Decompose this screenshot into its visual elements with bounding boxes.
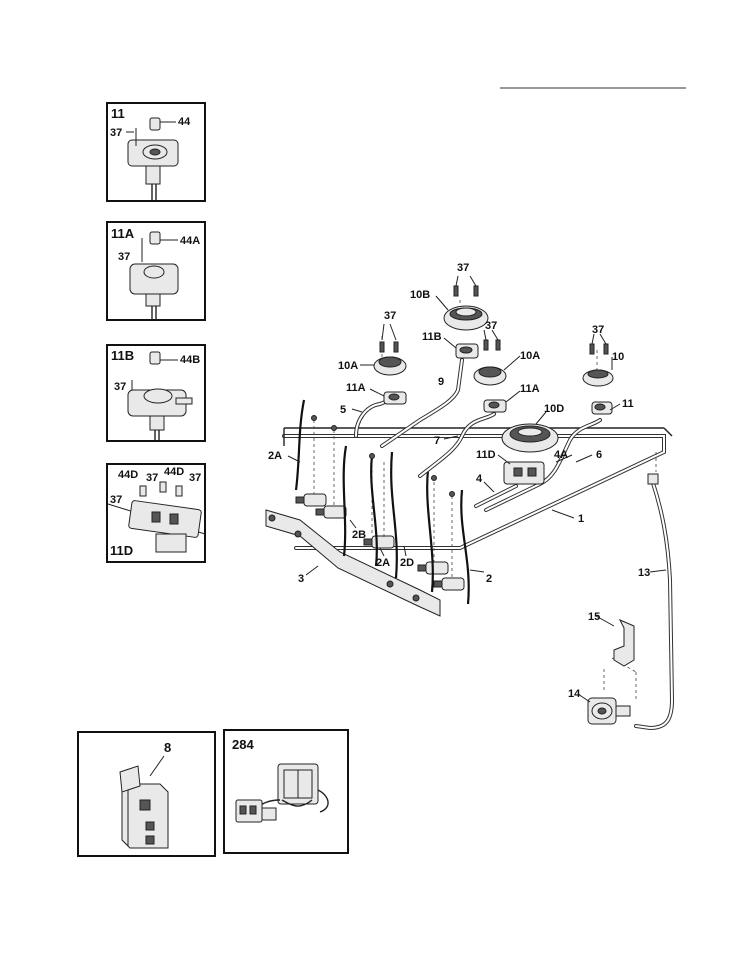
callout-10: 10	[612, 351, 624, 363]
part-284-label: 284	[232, 737, 254, 752]
pressure-regulator	[587, 697, 631, 725]
inset-11b-callout-44b: 44B	[180, 354, 200, 366]
valve-2-icon	[315, 505, 347, 519]
callout-2b: 2B	[352, 529, 366, 541]
part-box-284: 284	[223, 729, 349, 854]
callout-37-left: 37	[384, 310, 396, 322]
callout-10b: 10B	[410, 289, 430, 301]
inset-box-11: 11 37 44	[106, 102, 206, 202]
burner-tubes	[354, 358, 602, 512]
inset-11d-callout-37-mid: 37	[146, 472, 158, 484]
burner-valve-11-icon	[126, 117, 179, 200]
burner-valve-11b-icon	[127, 351, 193, 440]
callout-2a-left: 2A	[268, 450, 282, 462]
callout-leaders	[287, 275, 667, 703]
burner-11d-valve	[503, 461, 545, 485]
inset-11a-callout-44a: 44A	[180, 235, 200, 247]
top-screws	[379, 285, 609, 355]
inset-11d-callout-44d-left: 44D	[118, 469, 138, 481]
callout-4a: 4A	[554, 449, 568, 461]
callout-15: 15	[588, 611, 600, 623]
burner-11-right-valve	[591, 401, 613, 415]
burner-10-right	[582, 369, 614, 387]
burner-valve-11d-icon	[107, 481, 206, 553]
callout-7: 7	[434, 435, 440, 447]
callout-1: 1	[578, 513, 584, 525]
inset-11-callout-37: 37	[110, 127, 122, 139]
callout-10d: 10D	[544, 403, 564, 415]
valve-5-icon	[433, 577, 465, 591]
burner-10a-left	[373, 356, 407, 376]
spark-module-icon	[235, 763, 329, 823]
inset-11-title: 11	[111, 106, 125, 121]
callout-3: 3	[298, 573, 304, 585]
inset-box-11a: 11A 37 44A	[106, 221, 206, 321]
burner-11b-valve	[455, 343, 479, 359]
main-assembly	[265, 285, 675, 731]
inset-11-callout-44: 44	[178, 116, 191, 128]
part-8-label: 8	[164, 740, 171, 755]
callout-11d: 11D	[476, 449, 496, 461]
inset-11d-callout-37-left: 37	[110, 494, 122, 506]
callout-4: 4	[476, 473, 483, 485]
callout-37-right: 37	[592, 324, 604, 336]
inset-box-11b: 11B 37 44B	[106, 344, 206, 442]
inset-box-11d: 11D 44D 37 44D 37 37	[106, 463, 206, 563]
callout-labels: 37 10B 37 37 37 11B 10A 10A 10 11A 11A 9…	[268, 262, 650, 700]
inset-11b-title: 11B	[111, 348, 134, 363]
inset-11d-title: 11D	[110, 543, 133, 558]
callout-14: 14	[568, 688, 581, 700]
burner-10d	[501, 423, 559, 453]
regulator-pipe	[634, 473, 675, 731]
inset-11a-callout-37: 37	[118, 251, 130, 263]
front-bracket	[265, 509, 441, 617]
callout-2: 2	[486, 573, 492, 585]
callout-37-mid: 37	[485, 320, 497, 332]
burner-10b	[443, 305, 489, 331]
spark-wires	[294, 399, 470, 605]
inset-11b-callout-37: 37	[114, 381, 126, 393]
regulator-bracket	[613, 619, 635, 667]
callout-5: 5	[340, 404, 346, 416]
burner-10a-right	[473, 366, 507, 386]
callout-10a-left: 10A	[338, 360, 358, 372]
callout-11a-right: 11A	[520, 383, 540, 395]
callout-2d: 2D	[400, 557, 414, 569]
terminal-block-icon	[119, 765, 169, 849]
callout-6: 6	[596, 449, 602, 461]
part-box-8: 8	[77, 731, 216, 857]
manifold-tube	[282, 427, 673, 550]
callout-11: 11	[622, 398, 634, 410]
callout-13: 13	[638, 567, 650, 579]
callout-9: 9	[438, 376, 444, 388]
inset-11d-callout-37-right: 37	[189, 472, 201, 484]
inset-11a-title: 11A	[111, 226, 135, 241]
callout-2a-mid: 2A	[376, 557, 390, 569]
burner-valve-11a-icon	[129, 231, 179, 320]
callout-10a-right: 10A	[520, 350, 540, 362]
inset-11d-callout-44d-right: 44D	[164, 466, 184, 478]
callout-37-top: 37	[457, 262, 469, 274]
callout-11b: 11B	[422, 331, 442, 343]
burner-11a-right-valve	[483, 399, 507, 413]
callout-11a-left: 11A	[346, 382, 366, 394]
valve-screws	[311, 415, 455, 497]
valve-1-icon	[295, 493, 327, 507]
burner-11a-left-valve	[383, 391, 407, 405]
